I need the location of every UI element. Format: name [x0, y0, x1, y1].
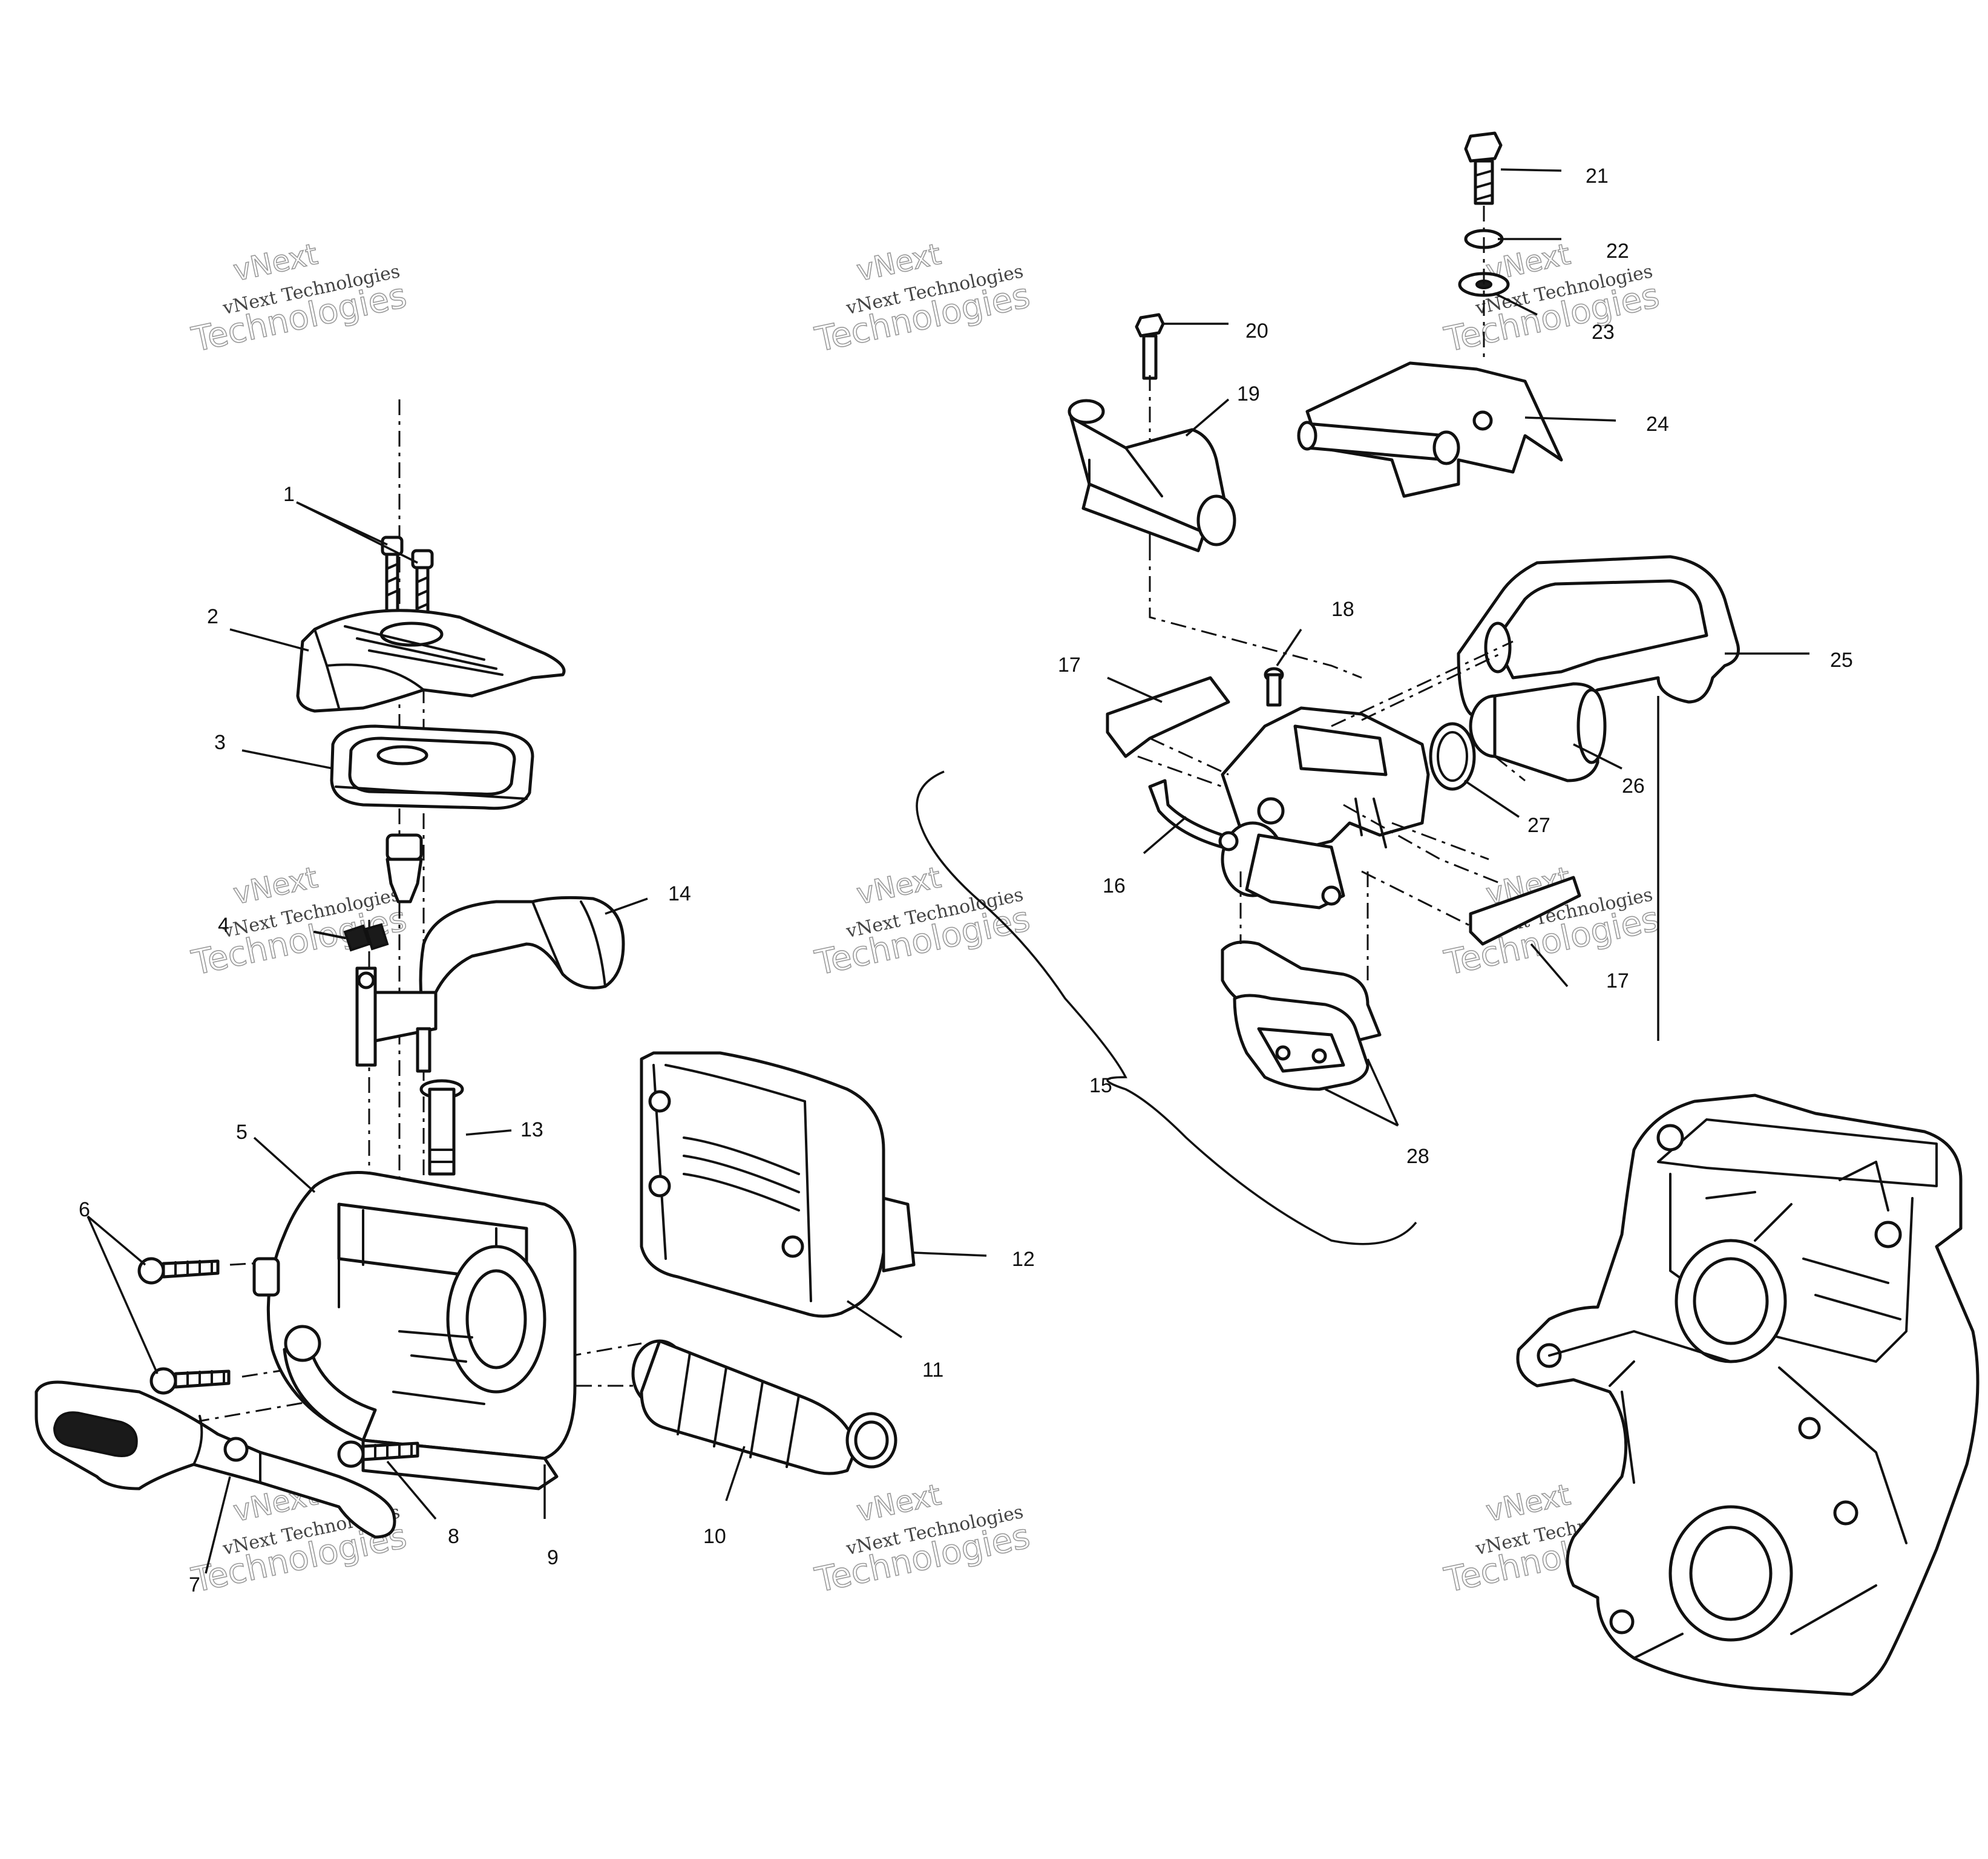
brake-lever [34, 1380, 396, 1539]
leader-line [386, 1460, 437, 1520]
center-line [1149, 545, 1362, 679]
leader-line [605, 897, 648, 915]
leader-line [253, 1136, 316, 1193]
center-line [1137, 737, 1229, 788]
spring [313, 923, 389, 952]
brake-line [1148, 779, 1239, 851]
center-line [1239, 871, 1369, 980]
leader-line [1107, 677, 1163, 703]
plunger [385, 833, 423, 903]
screw [337, 1440, 419, 1468]
leader-line [1524, 416, 1616, 422]
callout-22: 22 [1606, 240, 1629, 263]
callout-9: 9 [547, 1546, 559, 1569]
callout-27: 27 [1527, 814, 1550, 837]
screw-pair [137, 1257, 231, 1395]
callout-5: 5 [236, 1121, 248, 1144]
callout-1: 1 [283, 483, 295, 506]
leader-line [1573, 743, 1622, 770]
callout-28: 28 [1406, 1145, 1429, 1168]
handle-grip [631, 1339, 897, 1475]
callout-21: 21 [1586, 165, 1609, 188]
leader-line [1325, 1058, 1399, 1127]
leader-line [725, 1446, 746, 1501]
bolt [1464, 131, 1503, 205]
callout-24: 24 [1646, 413, 1669, 436]
watermark: vNext vNext Technologies Technologies [188, 237, 410, 360]
watermark: vNext vNext Technologies Technologies [811, 237, 1034, 360]
side-cover [640, 1051, 916, 1318]
leader-line [1464, 779, 1520, 818]
callout-2: 2 [207, 605, 218, 628]
callout-16: 16 [1103, 874, 1126, 897]
callout-13: 13 [520, 1118, 543, 1141]
gasket [330, 724, 534, 810]
callout-6: 6 [79, 1198, 90, 1221]
leader-line [1494, 292, 1538, 316]
top-cover [296, 609, 566, 713]
leader-line [1276, 629, 1302, 666]
throttle-lever [355, 896, 625, 1073]
piston-seal [1429, 722, 1476, 791]
leader-line [205, 1476, 231, 1574]
caliper-shim [1106, 676, 1230, 758]
callout-17: 17 [1606, 969, 1629, 992]
caliper-piston [1469, 682, 1607, 782]
group-brace [916, 770, 1417, 1245]
callout-15: 15 [1089, 1074, 1112, 1097]
center-line [1494, 755, 1526, 782]
center-line [1331, 640, 1514, 727]
callout-8: 8 [448, 1525, 459, 1548]
callout-26: 26 [1622, 775, 1645, 798]
leader-line [465, 1129, 512, 1136]
leader-line [296, 501, 418, 564]
hose-fitting [1068, 399, 1236, 552]
leader-line [229, 628, 309, 652]
callout-10: 10 [703, 1525, 726, 1548]
bleeder-valve [1264, 667, 1284, 707]
pad-retainer [1457, 555, 1740, 716]
screw [1135, 313, 1165, 380]
callout-20: 20 [1245, 320, 1268, 343]
center-line [1361, 870, 1471, 927]
watermark: vNext vNext Technologies Technologies [188, 860, 410, 983]
chaincase-housing [1516, 1093, 1980, 1696]
callout-12: 12 [1012, 1248, 1035, 1271]
callout-17: 17 [1058, 654, 1081, 677]
caliper-body [1221, 706, 1430, 910]
watermark: vNext vNext Technologies Technologies [811, 860, 1034, 983]
center-line [1343, 804, 1501, 885]
watermark: vNext vNext Technologies Technologies [811, 1477, 1034, 1601]
pivot-pin [419, 1079, 464, 1176]
leader-line [241, 749, 333, 770]
callout-11: 11 [922, 1359, 943, 1382]
callout-labels: 1 2 3 4 5 6 7 8 9 10 11 12 13 14 15 16 1… [79, 165, 1853, 1596]
leader-line [1530, 943, 1569, 988]
leader-line [1143, 816, 1187, 854]
leader-line [847, 1300, 902, 1339]
caliper-assembly [916, 131, 1809, 1245]
leader-line [1500, 168, 1562, 172]
callout-23: 23 [1592, 321, 1615, 344]
callout-7: 7 [189, 1573, 200, 1596]
control-housing [252, 1171, 577, 1490]
callout-19: 19 [1237, 382, 1260, 405]
brake-pads [1221, 940, 1382, 1091]
callout-14: 14 [668, 882, 691, 905]
leader-line [87, 1215, 159, 1374]
callout-18: 18 [1331, 598, 1354, 621]
callout-3: 3 [214, 731, 226, 754]
leader-line [1185, 398, 1230, 437]
leader-line [913, 1251, 987, 1257]
caliper-shim [1469, 876, 1581, 946]
mounting-bracket [1297, 361, 1563, 498]
callout-25: 25 [1830, 649, 1853, 672]
callout-4: 4 [218, 914, 229, 937]
control-assembly [34, 399, 987, 1574]
